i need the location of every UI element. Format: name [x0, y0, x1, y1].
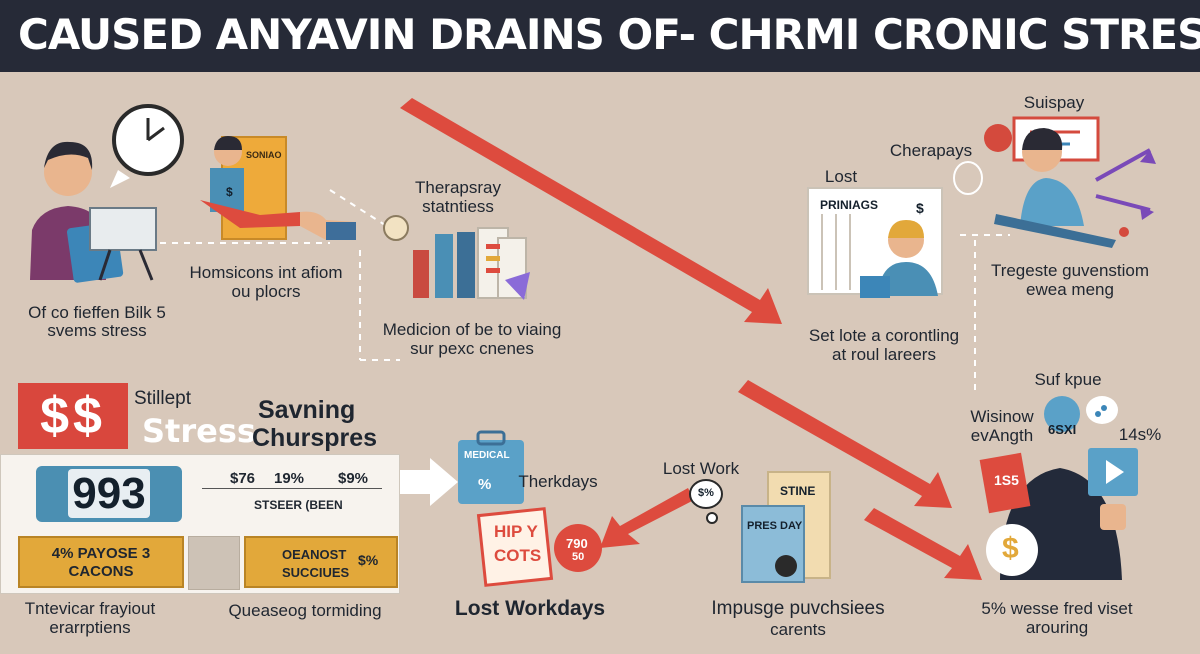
label-impusge: Impusge puvchsiees — [711, 598, 885, 619]
sucuies-pct: $% — [358, 552, 379, 568]
hip-y-label: HIP Y — [494, 522, 538, 541]
speech-bubble-icons — [689, 161, 1118, 524]
stillept-label: Stillept — [134, 388, 192, 409]
panel-row-label: STSEER (BEEN — [254, 498, 343, 512]
label-queasesog: Queaseog tormiding — [228, 601, 382, 620]
value-50: 50 — [572, 551, 585, 563]
label-therkdays: Therkdays — [518, 472, 598, 491]
stressed-person-icon — [30, 141, 157, 283]
value-1s5: 1S5 — [994, 472, 1019, 488]
label-lost-workdays: Lost Workdays — [454, 597, 606, 620]
label-sufkpue: Suf kpue — [1034, 370, 1102, 389]
code-value: 993 — [68, 469, 150, 518]
label-tregeste: Tregeste guvenstiom — [990, 261, 1150, 280]
label-lost-work: Lost Work — [662, 459, 740, 478]
cots-label: COTS — [494, 546, 542, 565]
label-pct-14: 14s% — [1118, 425, 1162, 444]
sucuies-card: OEANOST SUCCIUES — [244, 536, 398, 588]
panel-value-3: $9% — [338, 470, 369, 487]
label-svems-stress: svems stress — [47, 321, 147, 340]
label-erarrptiens: erarrptiens — [49, 618, 131, 637]
label-therapsray: Therapsray — [415, 178, 501, 197]
label-of-co-fieffen: Of co fieffen Bilk 5 — [28, 303, 166, 322]
label-cherapays: Cherapays — [889, 141, 973, 160]
code-box: 993 — [36, 466, 182, 522]
label-arouring: arouring — [1025, 618, 1089, 637]
chursres-heading: Churspres — [252, 424, 378, 452]
analyst-person-icon — [984, 116, 1156, 248]
hip-cots-sign-icon — [476, 507, 602, 587]
payose-line-1: 4% PAYOSE 3 — [51, 545, 151, 562]
label-tntevicar: Tntevicar frayiout — [24, 599, 156, 618]
value-790: 790 — [566, 536, 588, 551]
label-at-roul: at roul lareers — [832, 345, 936, 364]
label-carents: carents — [770, 620, 826, 639]
label-exangth: evAngth — [970, 426, 1034, 445]
label-surpexc: sur pexc cnenes — [410, 339, 534, 358]
card-dollar-glyph: $ — [916, 200, 924, 216]
payose-card: 4% PAYOSE 3 CACONS — [18, 536, 184, 588]
label-homsicons: Homsicons int afiom — [189, 263, 343, 282]
panel-rule — [202, 488, 382, 489]
badge-6sxi: 6SXI — [1048, 422, 1077, 437]
label-suispay: Suispay — [1023, 93, 1085, 112]
bill-dollar-glyph: $ — [226, 185, 233, 199]
panel-value-1: $76 — [230, 470, 256, 487]
panel-spacer — [188, 536, 240, 590]
label-lost: Lost — [824, 167, 858, 186]
label-statntiess: statntiess — [422, 197, 494, 216]
page-title: CAUSED ANYAVIN DRAINS OF- CHRMI CRONIC S… — [18, 10, 1200, 59]
coin-dollar-glyph: $ — [1002, 532, 1019, 565]
label-ou-plocrs: ou plocrs — [231, 282, 301, 301]
label-medicion: Medicion of be to viaing — [382, 320, 562, 339]
stress-heading: Stress — [142, 412, 256, 450]
red-arrows — [400, 98, 982, 580]
clock-icon — [110, 104, 184, 188]
savning-heading: Savning — [258, 396, 356, 424]
soniao-label: SONIAO — [246, 150, 282, 160]
dollar-box: $$ — [18, 383, 128, 449]
document-bill-icon — [200, 136, 409, 241]
bubble-pct-label: $% — [698, 487, 714, 499]
money-person-icon — [979, 448, 1138, 580]
label-set-lote: Set lote a corontling — [808, 326, 960, 345]
label-5pct-wesse: 5% wesse fred viset — [981, 599, 1133, 618]
lost-card-icon — [807, 187, 943, 298]
sucuies-line-1: OEANOST — [282, 547, 347, 562]
receipt-stack-icon — [741, 471, 831, 583]
payose-line-2: CACONS — [68, 563, 134, 580]
white-arrow — [400, 458, 458, 506]
books-icon — [413, 227, 530, 300]
sucuies-line-2: SUCCIUES — [282, 565, 350, 580]
stine-label: STINE — [780, 484, 816, 498]
label-wisinow: Wisinow — [970, 407, 1034, 426]
label-ewea-meng: ewea meng — [1026, 280, 1114, 299]
header-bar: CAUSED ANYAVIN DRAINS OF- CHRMI CRONIC S… — [0, 0, 1200, 72]
medical-bag-icon — [458, 430, 524, 504]
pres-day-label: PRES DAY — [747, 520, 803, 532]
medical-label: MEDICAL — [464, 450, 510, 461]
medical-pct-glyph: % — [478, 476, 492, 493]
priniags-label: PRINIAGS — [820, 198, 879, 212]
panel-value-2: 19% — [274, 470, 305, 487]
